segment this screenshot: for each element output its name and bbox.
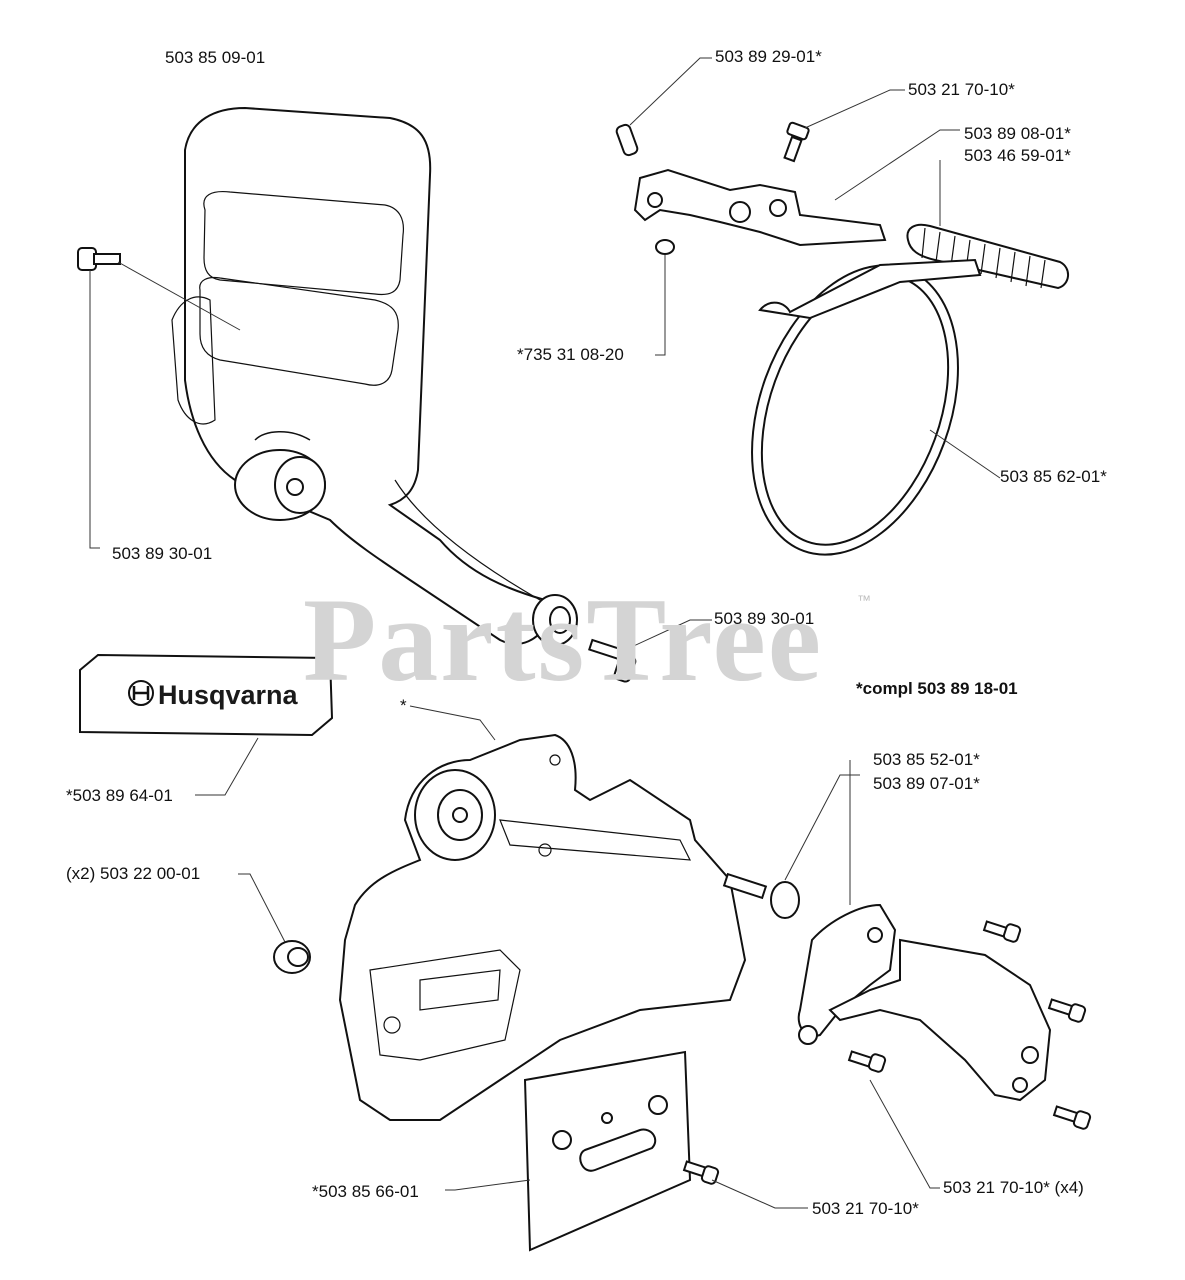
label-pin: 503 89 29-01*: [715, 47, 822, 66]
chain-plate: [445, 1050, 808, 1252]
screw-left: [77, 247, 241, 549]
label-screw-top: 503 21 70-10*: [908, 80, 1015, 99]
husqvarna-decal: [79, 653, 334, 796]
chain-guard: [797, 760, 1092, 1189]
screw-mid: [588, 619, 712, 683]
brake-lever-assembly: [615, 57, 1069, 356]
clutch-cover: [338, 705, 860, 1121]
brake-band: [751, 258, 1001, 556]
handguard-cover: [171, 106, 578, 646]
bushing: [238, 873, 311, 974]
label-screws-x4: 503 21 70-10* (x4): [943, 1178, 1084, 1197]
label-compl: *compl 503 89 18-01: [856, 679, 1018, 698]
label-screw-left: 503 89 30-01: [112, 544, 213, 563]
label-cover: 503 85 09-01: [165, 48, 266, 67]
label-lever: 503 89 08-01*: [964, 124, 1071, 143]
label-screw-mid: 503 89 30-01: [714, 609, 815, 628]
label-star: *: [400, 696, 407, 715]
decal-brand-text: Husqvarna: [158, 680, 298, 710]
label-spring: 503 46 59-01*: [964, 146, 1071, 165]
trademark-mark: ™: [857, 592, 871, 608]
label-guard-2: 503 89 07-01*: [873, 774, 980, 793]
label-guard-1: 503 85 52-01*: [873, 750, 980, 769]
label-screw-bottom: 503 21 70-10*: [812, 1199, 919, 1218]
label-plate: *503 85 66-01: [312, 1182, 419, 1201]
spring: [906, 160, 1069, 290]
watermark: PartsTree: [303, 573, 823, 706]
label-decal: *503 89 64-01: [66, 786, 173, 805]
label-band: 503 85 62-01*: [1000, 467, 1107, 486]
label-bushing: (x2) 503 22 00-01: [66, 864, 201, 883]
label-washer: *735 31 08-20: [517, 345, 624, 364]
